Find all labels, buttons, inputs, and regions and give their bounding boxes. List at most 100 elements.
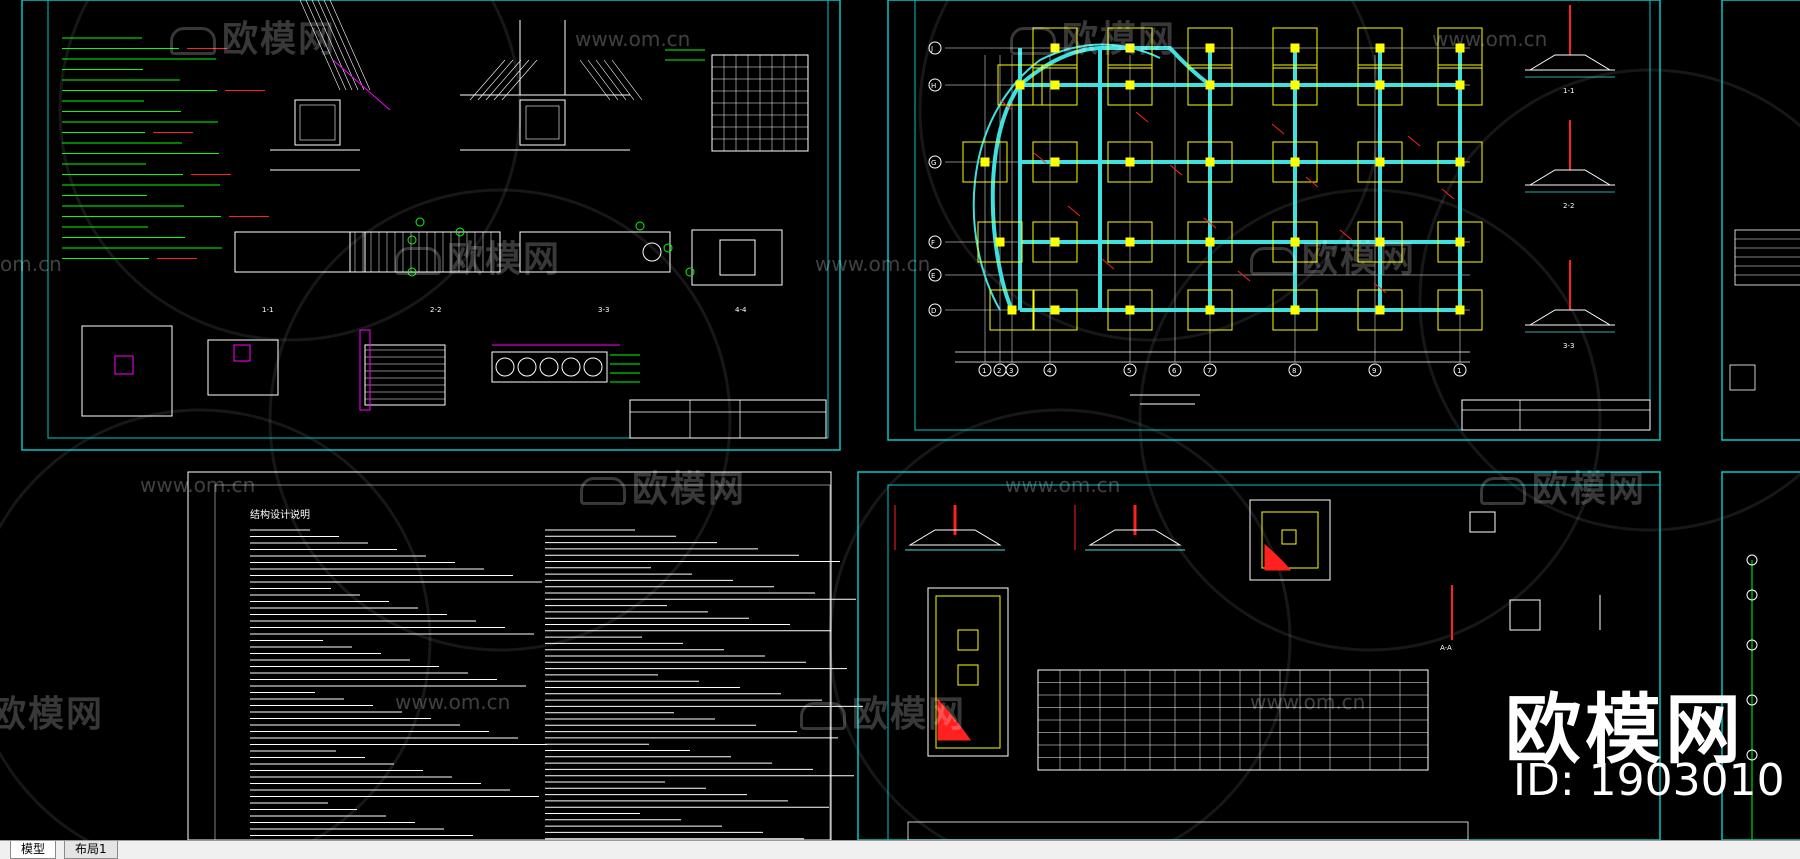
notes-sheet [187, 471, 832, 840]
column-point [1290, 237, 1300, 247]
footing-pad [1357, 64, 1403, 106]
axis-bubble [928, 41, 942, 55]
column-point [1050, 43, 1060, 53]
column-point [1375, 157, 1385, 167]
column-point [1050, 80, 1060, 90]
column-point [1125, 237, 1135, 247]
notes-border [214, 484, 831, 840]
watermark-id: ID: 1903010 [1513, 755, 1785, 806]
leader-line [1135, 111, 1149, 123]
layout-tab-bar: 模型 布局1 [0, 840, 1800, 859]
cad-line [611, 59, 643, 101]
watermark-brand-large: 欧模网 [1505, 685, 1745, 774]
hatch-line [311, 0, 353, 91]
leader-line [1237, 270, 1251, 282]
axis-label: 3 [1009, 367, 1013, 375]
beam-section [691, 229, 783, 286]
axis-bubble [1746, 554, 1758, 566]
column-point [1015, 80, 1025, 90]
cad-rect [1281, 529, 1297, 545]
sheet-frame [1721, 471, 1800, 840]
marker-circle [415, 217, 425, 227]
beam-section [234, 231, 366, 273]
footing-pad [1107, 141, 1153, 183]
column-detail [294, 99, 341, 146]
footing-pad [1357, 141, 1403, 183]
hatch-line [305, 0, 347, 91]
column-point [1375, 43, 1385, 53]
section-label: 4-4 [735, 306, 747, 314]
bar-circle [642, 242, 662, 262]
watermark-ring [268, 188, 732, 652]
hatch-line [299, 0, 341, 91]
rebar-fill [1264, 543, 1292, 571]
footing-pad [1357, 289, 1403, 331]
axis-bubble [1005, 363, 1019, 377]
axis-bubble [1288, 363, 1302, 377]
small-detail [1509, 599, 1541, 631]
footing-pad [1272, 141, 1318, 183]
tab-layout1[interactable]: 布局1 [64, 841, 118, 859]
column-point [1455, 305, 1465, 315]
footing-pad [1272, 289, 1318, 331]
column-point [1375, 80, 1385, 90]
leader-line [1373, 282, 1387, 294]
axis-label: J [930, 45, 933, 53]
cad-rect [719, 239, 756, 276]
column-point [1125, 157, 1135, 167]
footing-pad [1107, 289, 1153, 331]
footing-pad [1032, 64, 1078, 106]
section-label: A-A [1440, 644, 1452, 652]
axis-bubble [1203, 363, 1217, 377]
column-point [1125, 305, 1135, 315]
column-point [1205, 305, 1215, 315]
footing-pad [989, 289, 1035, 331]
axis-bubble [978, 363, 992, 377]
axis-bubble [1453, 363, 1467, 377]
column-point [995, 237, 1005, 247]
leader-line [1305, 176, 1319, 188]
marker-circle [635, 221, 645, 231]
cad-rect [957, 664, 979, 686]
axis-bubble [1043, 363, 1057, 377]
column-point [1290, 80, 1300, 90]
footing-pad [1187, 289, 1233, 331]
beam-section [349, 231, 501, 273]
axis-bubble [1746, 694, 1758, 706]
column-point [1455, 237, 1465, 247]
hatch-line [329, 0, 371, 91]
cad-rect [1261, 511, 1319, 569]
marker-circle [455, 227, 465, 237]
footing-pad [1032, 141, 1078, 183]
title-block [629, 399, 827, 439]
beam-detail [364, 344, 446, 406]
hollow-core [561, 357, 581, 377]
cad-rect [935, 595, 1001, 749]
column-point [1205, 80, 1215, 90]
column-point [1455, 157, 1465, 167]
marker-circle [407, 267, 417, 277]
rebar-line [332, 59, 391, 111]
footing-pad [1107, 221, 1153, 263]
column-point [1205, 157, 1215, 167]
sheet-border [47, 0, 829, 439]
axis-label: F [931, 239, 935, 247]
marker-circle [407, 235, 417, 245]
footing-section [1528, 54, 1612, 71]
sheet-frame [1721, 0, 1800, 441]
footing-pad [1107, 64, 1153, 106]
sheet-frame [21, 0, 841, 451]
footing-plan [1249, 499, 1331, 581]
axis-label: 9 [1372, 367, 1376, 375]
cad-line [469, 59, 506, 101]
column-point [1205, 43, 1215, 53]
leader-line [1101, 258, 1115, 270]
beam-section [519, 231, 671, 273]
axis-label: 1 [982, 367, 986, 375]
watermark-ring [828, 408, 1292, 840]
section-label: 1-1 [1563, 87, 1574, 95]
hatch-line [323, 0, 365, 91]
tab-model[interactable]: 模型 [10, 841, 57, 859]
